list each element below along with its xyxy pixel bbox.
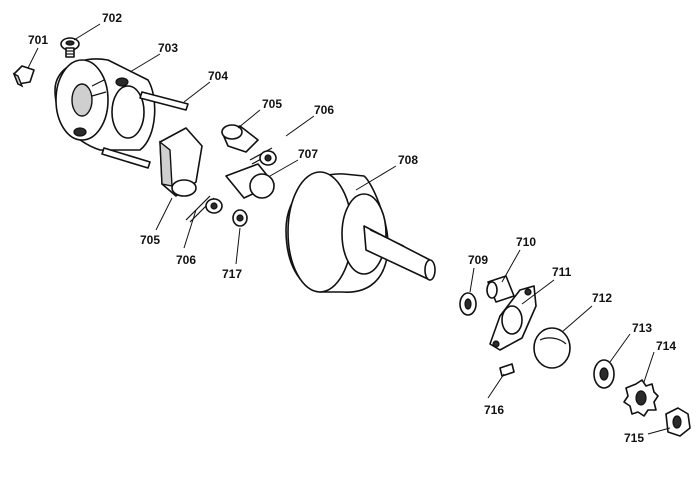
part-709-washer (459, 292, 477, 316)
part-714-sprocket (623, 379, 659, 417)
part-716-key (499, 363, 515, 377)
callout-713: 713 (632, 321, 652, 335)
part-705-shoe-upper (221, 124, 259, 153)
leader-lines (27, 23, 671, 435)
callout-709: 709 (468, 253, 488, 267)
callout-707: 707 (298, 147, 318, 161)
part-704-pins (101, 91, 189, 169)
part-717-washer (232, 209, 248, 227)
callout-705-lower: 705 (140, 233, 160, 247)
callout-701: 701 (28, 33, 48, 47)
part-707-sleeve (205, 150, 277, 214)
callout-702: 702 (102, 11, 122, 25)
callout-706-lower: 706 (176, 253, 196, 267)
callout-703: 703 (158, 41, 178, 55)
part-703-hub (54, 58, 156, 151)
part-713-washer (593, 359, 615, 389)
callout-708: 708 (398, 153, 418, 167)
callout-labels: 701 702 703 704 705 705 706 706 707 708 … (28, 11, 676, 445)
callout-710: 710 (516, 235, 536, 249)
part-701-key (12, 65, 35, 88)
part-715-nut (665, 407, 691, 437)
callout-717: 717 (222, 267, 242, 281)
callout-706-upper: 706 (314, 103, 334, 117)
callout-714: 714 (656, 339, 676, 353)
part-705-shoe-lower (159, 127, 203, 197)
part-702-screw (60, 37, 80, 58)
callout-715: 715 (624, 431, 644, 445)
callout-704: 704 (208, 69, 228, 83)
part-708-drum (285, 171, 436, 293)
callout-711: 711 (552, 265, 572, 279)
part-710-bushing (486, 275, 515, 303)
callout-716: 716 (484, 403, 504, 417)
callout-712: 712 (592, 291, 612, 305)
part-712-ball (533, 327, 571, 369)
callout-705-upper: 705 (262, 97, 282, 111)
